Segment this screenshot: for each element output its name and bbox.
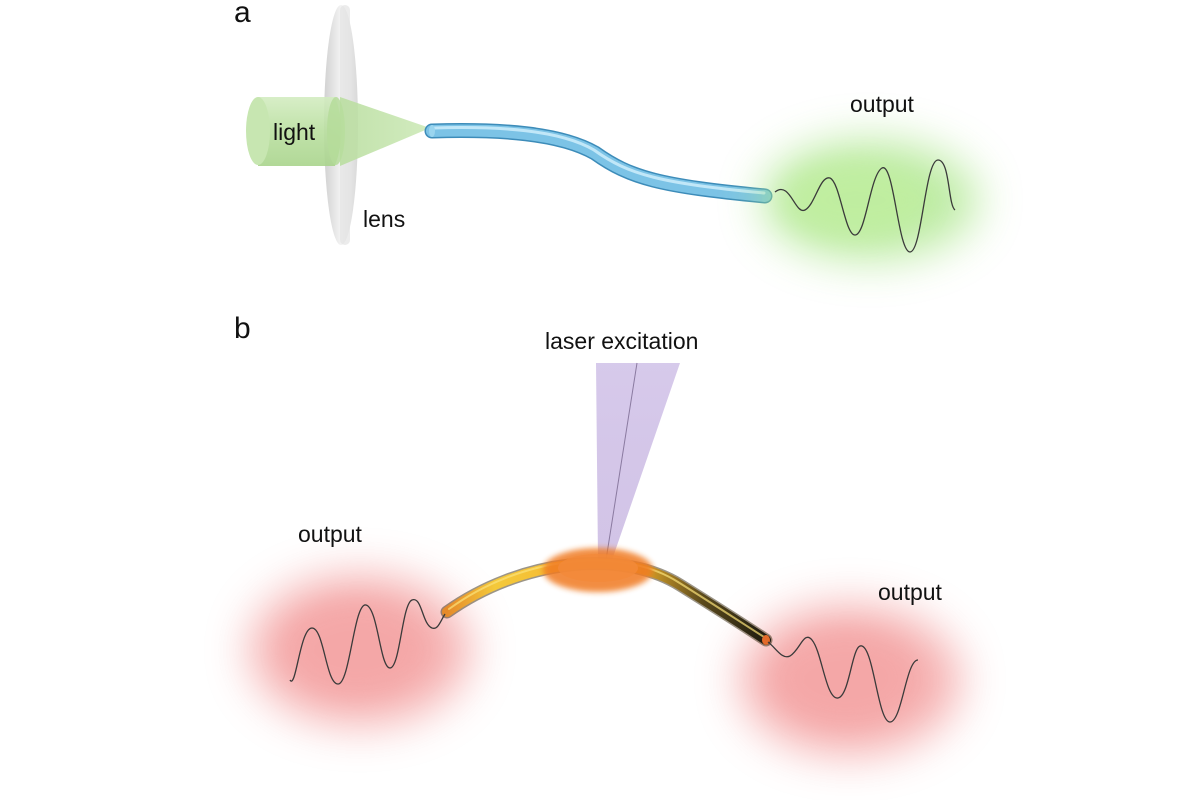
output-label-a: output (850, 91, 915, 117)
light-source (246, 97, 345, 166)
output-wave-right (767, 636, 919, 723)
output-label-right: output (878, 579, 943, 605)
output-wave-a (774, 159, 956, 253)
output-glow-right (740, 605, 960, 755)
nanowire (440, 557, 773, 647)
panel-b-letter: b (234, 312, 251, 345)
panel-b: b laser excitation output o (234, 312, 960, 755)
output-glow-left (250, 575, 470, 725)
panel-a: a light lens output (234, 0, 978, 260)
output-label-left: output (298, 521, 363, 547)
output-glow-green (762, 140, 978, 260)
laser-beam (596, 362, 680, 561)
light-label: light (273, 119, 316, 145)
laser-excitation-label: laser excitation (545, 328, 698, 354)
output-wave-left (289, 599, 446, 685)
lens-label: lens (363, 206, 405, 232)
panel-a-letter: a (234, 0, 251, 29)
optical-fiber (424, 123, 773, 204)
focus-cone (340, 97, 430, 166)
